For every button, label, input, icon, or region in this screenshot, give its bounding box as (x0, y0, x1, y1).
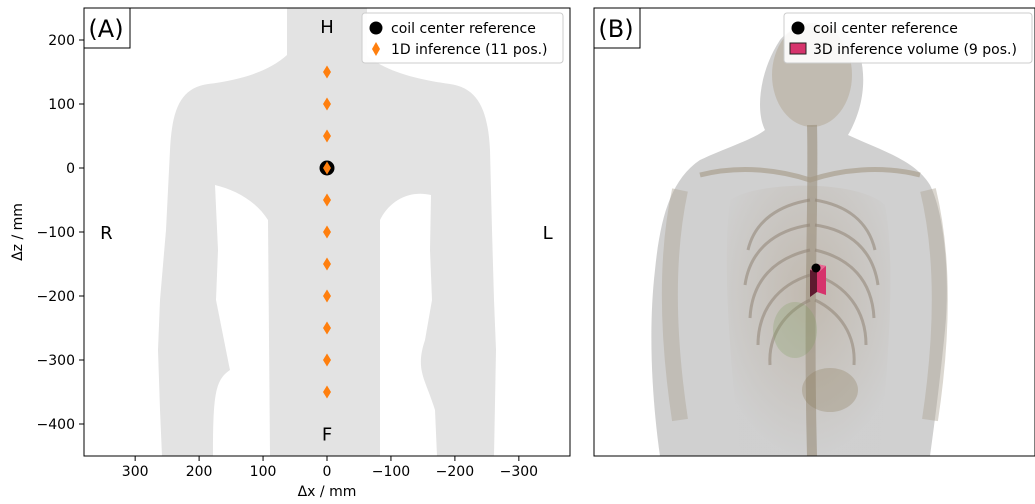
legend-marker-3d-volume (790, 43, 806, 54)
y-tick-label: −400 (37, 417, 75, 433)
y-axis-a: 200 100 0 −100 −200 −300 −400 (37, 33, 84, 433)
x-tick-label: 0 (323, 464, 332, 480)
y-tick-label: 0 (66, 161, 75, 177)
y-tick-label: −200 (37, 289, 75, 305)
coil-center-marker-3d (812, 264, 821, 273)
legend-label-3d-volume: 3D inference volume (9 pos.) (813, 42, 1017, 58)
legend-a: coil center reference 1D inference (11 p… (362, 13, 563, 63)
y-tick-label: −300 (37, 353, 75, 369)
direction-label: H (320, 17, 334, 38)
x-tick-label: −300 (500, 464, 538, 480)
legend-label-1d-inference: 1D inference (11 pos.) (391, 42, 548, 58)
legend-label-coil-center: coil center reference (391, 21, 536, 37)
panel-a: 300 200 100 0 −100 −200 −300 200 100 0 −100 −200 −3… (10, 8, 570, 500)
y-tick-label: −100 (37, 225, 75, 241)
y-tick-label: 100 (48, 97, 75, 113)
panel-label-b: (B) (598, 15, 633, 43)
anatomy-render (651, 23, 946, 456)
legend-b: coil center reference 3D inference volum… (784, 13, 1032, 63)
organ-tint-2 (802, 368, 858, 412)
x-tick-label: −200 (436, 464, 474, 480)
direction-label: L (543, 223, 553, 244)
organ-tint-1 (773, 302, 817, 358)
legend-label-coil-center-b: coil center reference (813, 21, 958, 37)
x-axis-a: 300 200 100 0 −100 −200 −300 (122, 456, 538, 480)
legend-marker-coil-center (370, 22, 383, 35)
legend-marker-coil-center-b (792, 22, 805, 35)
x-tick-label: 100 (250, 464, 277, 480)
x-tick-label: −100 (372, 464, 410, 480)
direction-label: F (322, 425, 332, 446)
panel-b: (B) coil center reference 3D inference v… (594, 8, 1035, 456)
panel-label-a: (A) (88, 15, 123, 43)
x-tick-label: 200 (186, 464, 213, 480)
y-axis-label: Δz / mm (10, 203, 26, 261)
x-axis-label: Δx / mm (298, 484, 357, 500)
direction-label: R (100, 223, 113, 244)
y-tick-label: 200 (48, 33, 75, 49)
x-tick-label: 300 (122, 464, 149, 480)
